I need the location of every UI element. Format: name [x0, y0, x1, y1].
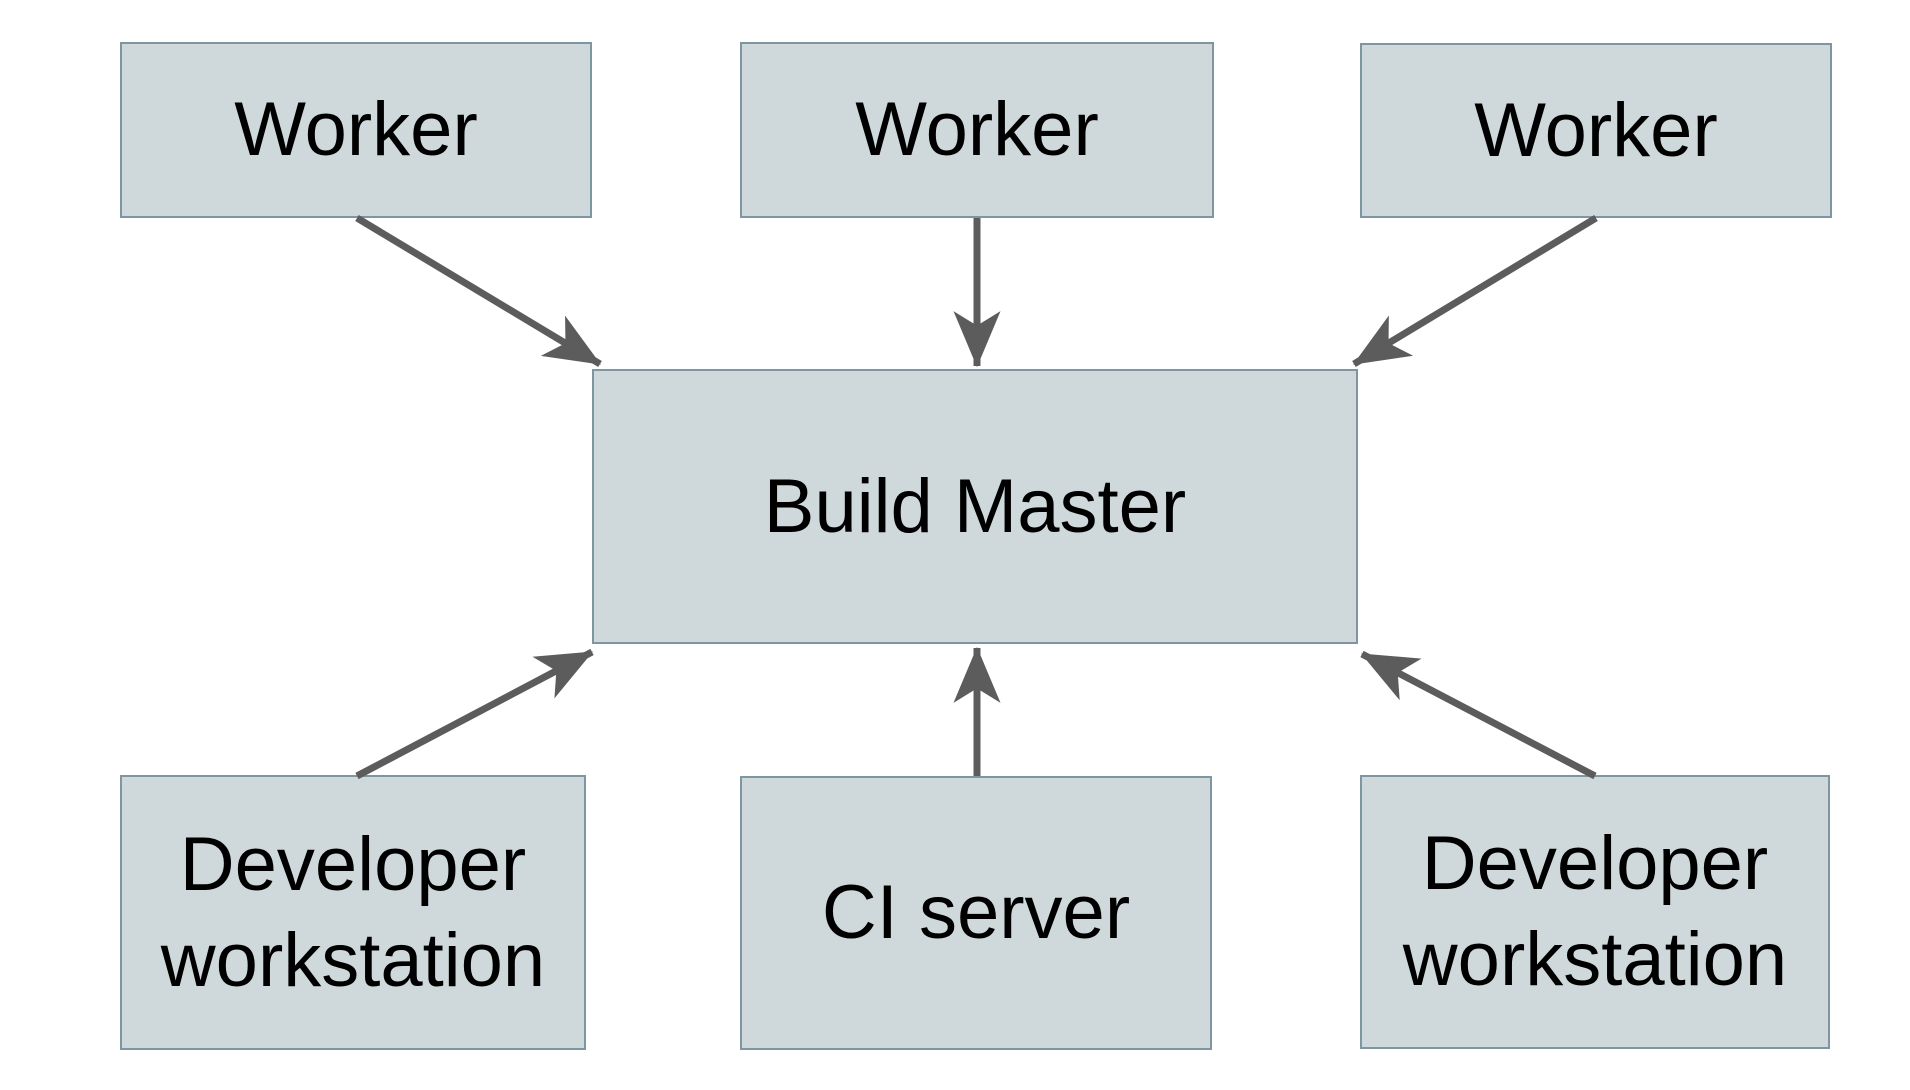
- node-developer-workstation-left-label: Developer workstation: [160, 821, 546, 1003]
- node-worker-2-label: Worker: [855, 87, 1099, 173]
- node-worker-1: Worker: [120, 42, 592, 218]
- node-developer-workstation-right: Developer workstation: [1360, 775, 1830, 1049]
- node-worker-3-label: Worker: [1474, 87, 1718, 173]
- node-worker-1-label: Worker: [234, 87, 478, 173]
- node-developer-workstation-left: Developer workstation: [120, 775, 586, 1050]
- node-build-master-label: Build Master: [763, 463, 1187, 549]
- arrow-worker-1-to-build-master: [355, 214, 602, 368]
- arrow-worker-3-to-build-master: [1352, 215, 1598, 367]
- node-ci-server-label: CI server: [821, 870, 1131, 956]
- node-worker-2: Worker: [740, 42, 1214, 218]
- node-worker-3: Worker: [1360, 43, 1832, 218]
- arrow-developer-workstation-left-to-build-master: [355, 648, 594, 780]
- arrow-developer-workstation-right-to-build-master: [1360, 650, 1597, 780]
- node-build-master: Build Master: [592, 369, 1358, 644]
- node-ci-server: CI server: [740, 776, 1212, 1050]
- node-developer-workstation-right-label: Developer workstation: [1402, 821, 1788, 1002]
